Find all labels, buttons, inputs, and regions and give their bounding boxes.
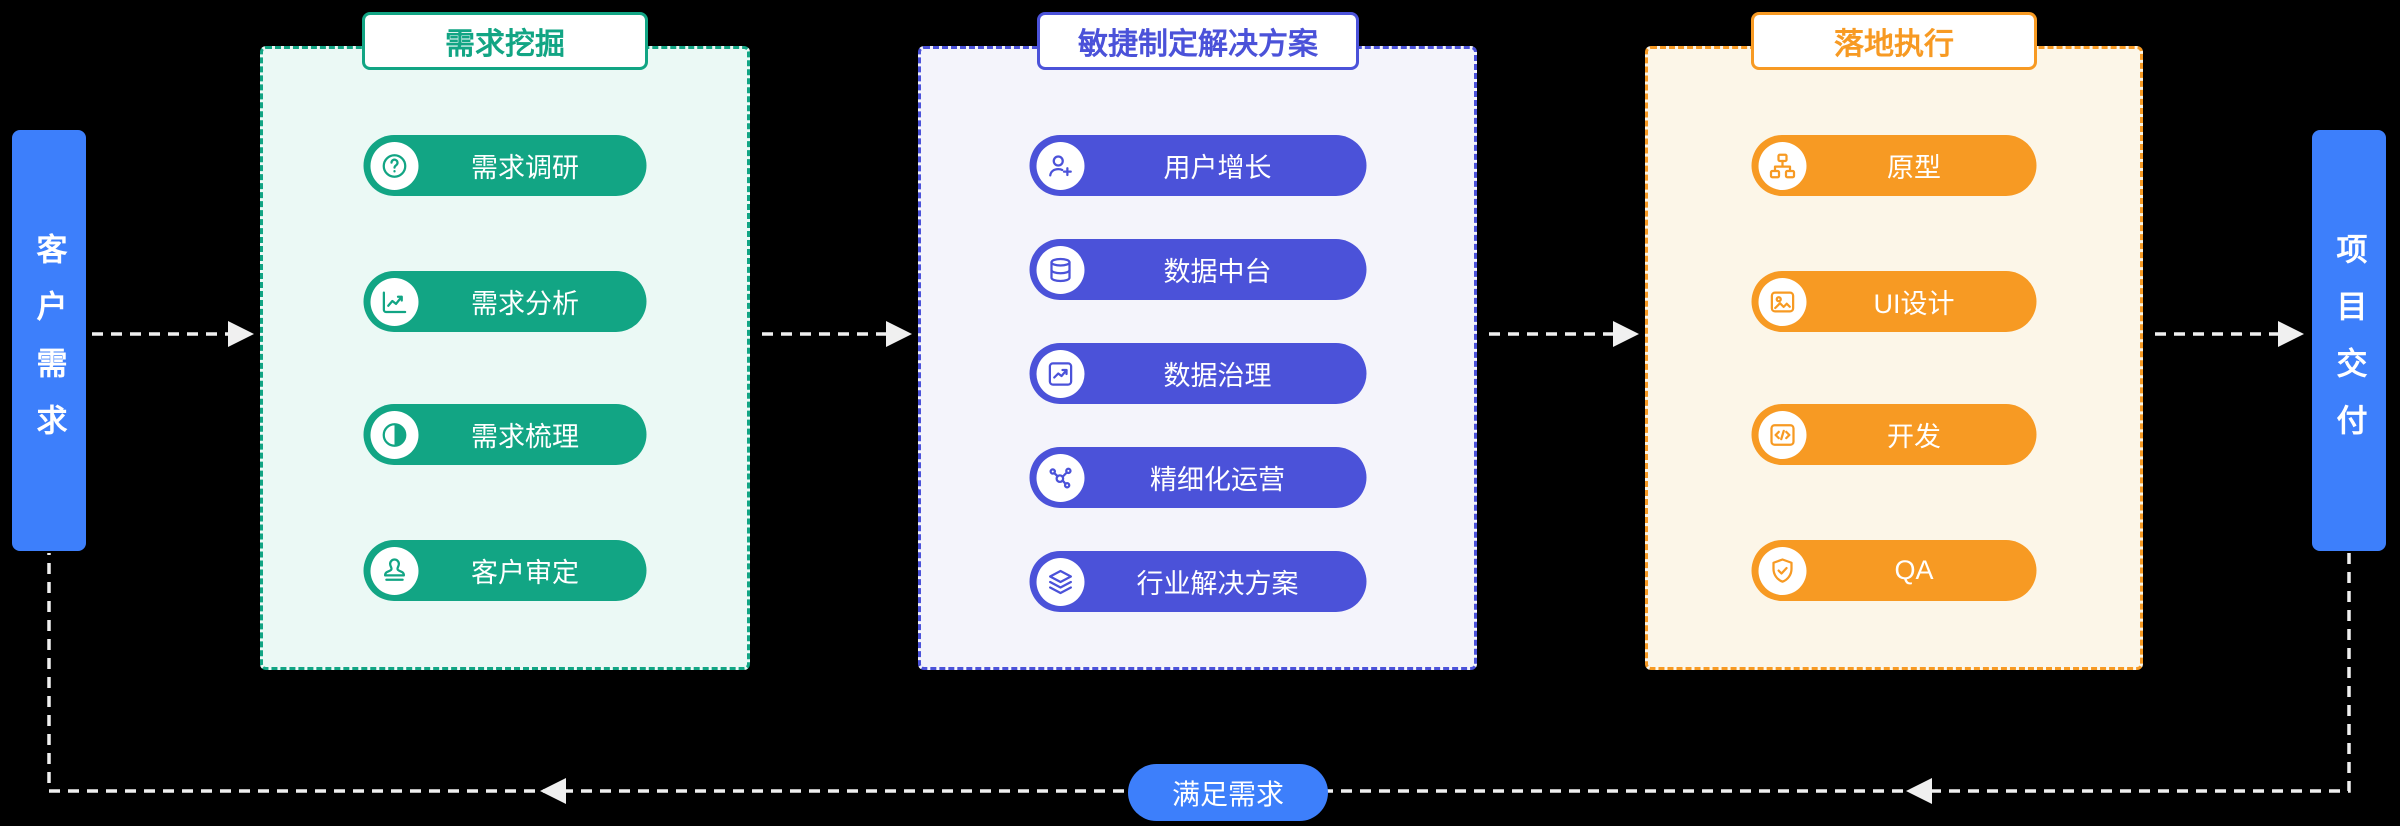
step-label: 需求分析	[471, 289, 579, 319]
step-pill-data-platform: 数据中台	[1029, 239, 1366, 300]
step-label: 数据治理	[1163, 361, 1272, 391]
question-circle-icon	[370, 141, 419, 190]
step-label: 数据中台	[1163, 257, 1272, 287]
image-icon	[1758, 277, 1807, 326]
stamp-icon	[370, 546, 419, 595]
layers-icon	[1036, 557, 1084, 606]
line-chart-icon	[370, 277, 419, 326]
step-label: 开发	[1887, 422, 1941, 452]
step-label: QA	[1894, 555, 1934, 585]
user-add-icon	[1036, 141, 1084, 190]
shield-check-icon	[1758, 546, 1807, 595]
satisfy-needs-pill: 满足需求	[1128, 764, 1328, 821]
network-icon	[1036, 453, 1084, 502]
project-delivery-node: 项目交付	[2312, 130, 2386, 551]
database-icon	[1036, 245, 1084, 294]
arrowhead-right-icon	[1613, 321, 1639, 347]
step-label: 用户增长	[1163, 153, 1272, 183]
step-pill-qa: QA	[1751, 540, 2037, 601]
panel-title-requirements-mining: 需求挖掘	[362, 12, 648, 70]
arrowhead-left-icon	[540, 778, 566, 804]
arrowhead-right-icon	[2278, 321, 2304, 347]
step-pill-requirements-analysis: 需求分析	[363, 271, 647, 332]
panel-title-agile-solution: 敏捷制定解决方案	[1037, 12, 1359, 70]
arrowhead-right-icon	[228, 321, 254, 347]
step-pill-prototype: 原型	[1751, 135, 2037, 196]
step-label: 需求梳理	[471, 422, 579, 452]
step-pill-data-governance: 数据治理	[1029, 343, 1366, 404]
step-label: UI设计	[1873, 289, 1955, 319]
step-pill-refined-operations: 精细化运营	[1029, 447, 1366, 508]
code-icon	[1758, 410, 1807, 459]
chart-board-icon	[1036, 349, 1084, 398]
step-label: 精细化运营	[1150, 465, 1285, 495]
step-label: 客户审定	[471, 558, 579, 588]
step-pill-ui-design: UI设计	[1751, 271, 2037, 332]
panel-title-text: 敏捷制定解决方案	[1078, 28, 1318, 61]
panel-agile-solution: 用户增长 数据中台 数据治理	[918, 46, 1477, 670]
step-label: 原型	[1887, 153, 1941, 183]
step-pill-customer-approval: 客户审定	[363, 540, 647, 601]
step-label: 需求调研	[471, 153, 579, 183]
satisfy-needs-label: 满足需求	[1171, 778, 1284, 810]
step-pill-requirements-research: 需求调研	[363, 135, 647, 196]
panel-title-execution: 落地执行	[1751, 12, 2037, 70]
panel-title-text: 落地执行	[1834, 28, 1954, 61]
customer-needs-node: 客户需求	[12, 130, 86, 551]
panel-requirements-mining: 需求调研 需求分析 需求梳理	[260, 46, 750, 670]
pie-icon	[370, 410, 419, 459]
step-pill-user-growth: 用户增长	[1029, 135, 1366, 196]
step-pill-development: 开发	[1751, 404, 2037, 465]
panel-title-text: 需求挖掘	[445, 28, 565, 61]
step-label: 行业解决方案	[1136, 569, 1299, 599]
project-delivery-label: 项目交付	[2331, 233, 2367, 461]
step-pill-requirements-sorting: 需求梳理	[363, 404, 647, 465]
arrowhead-left-icon	[1906, 778, 1932, 804]
step-pill-industry-solutions: 行业解决方案	[1029, 551, 1366, 612]
arrowhead-right-icon	[886, 321, 912, 347]
panel-execution: 原型 UI设计 开发	[1645, 46, 2143, 670]
customer-needs-label: 客户需求	[31, 233, 67, 461]
sitemap-icon	[1758, 141, 1807, 190]
